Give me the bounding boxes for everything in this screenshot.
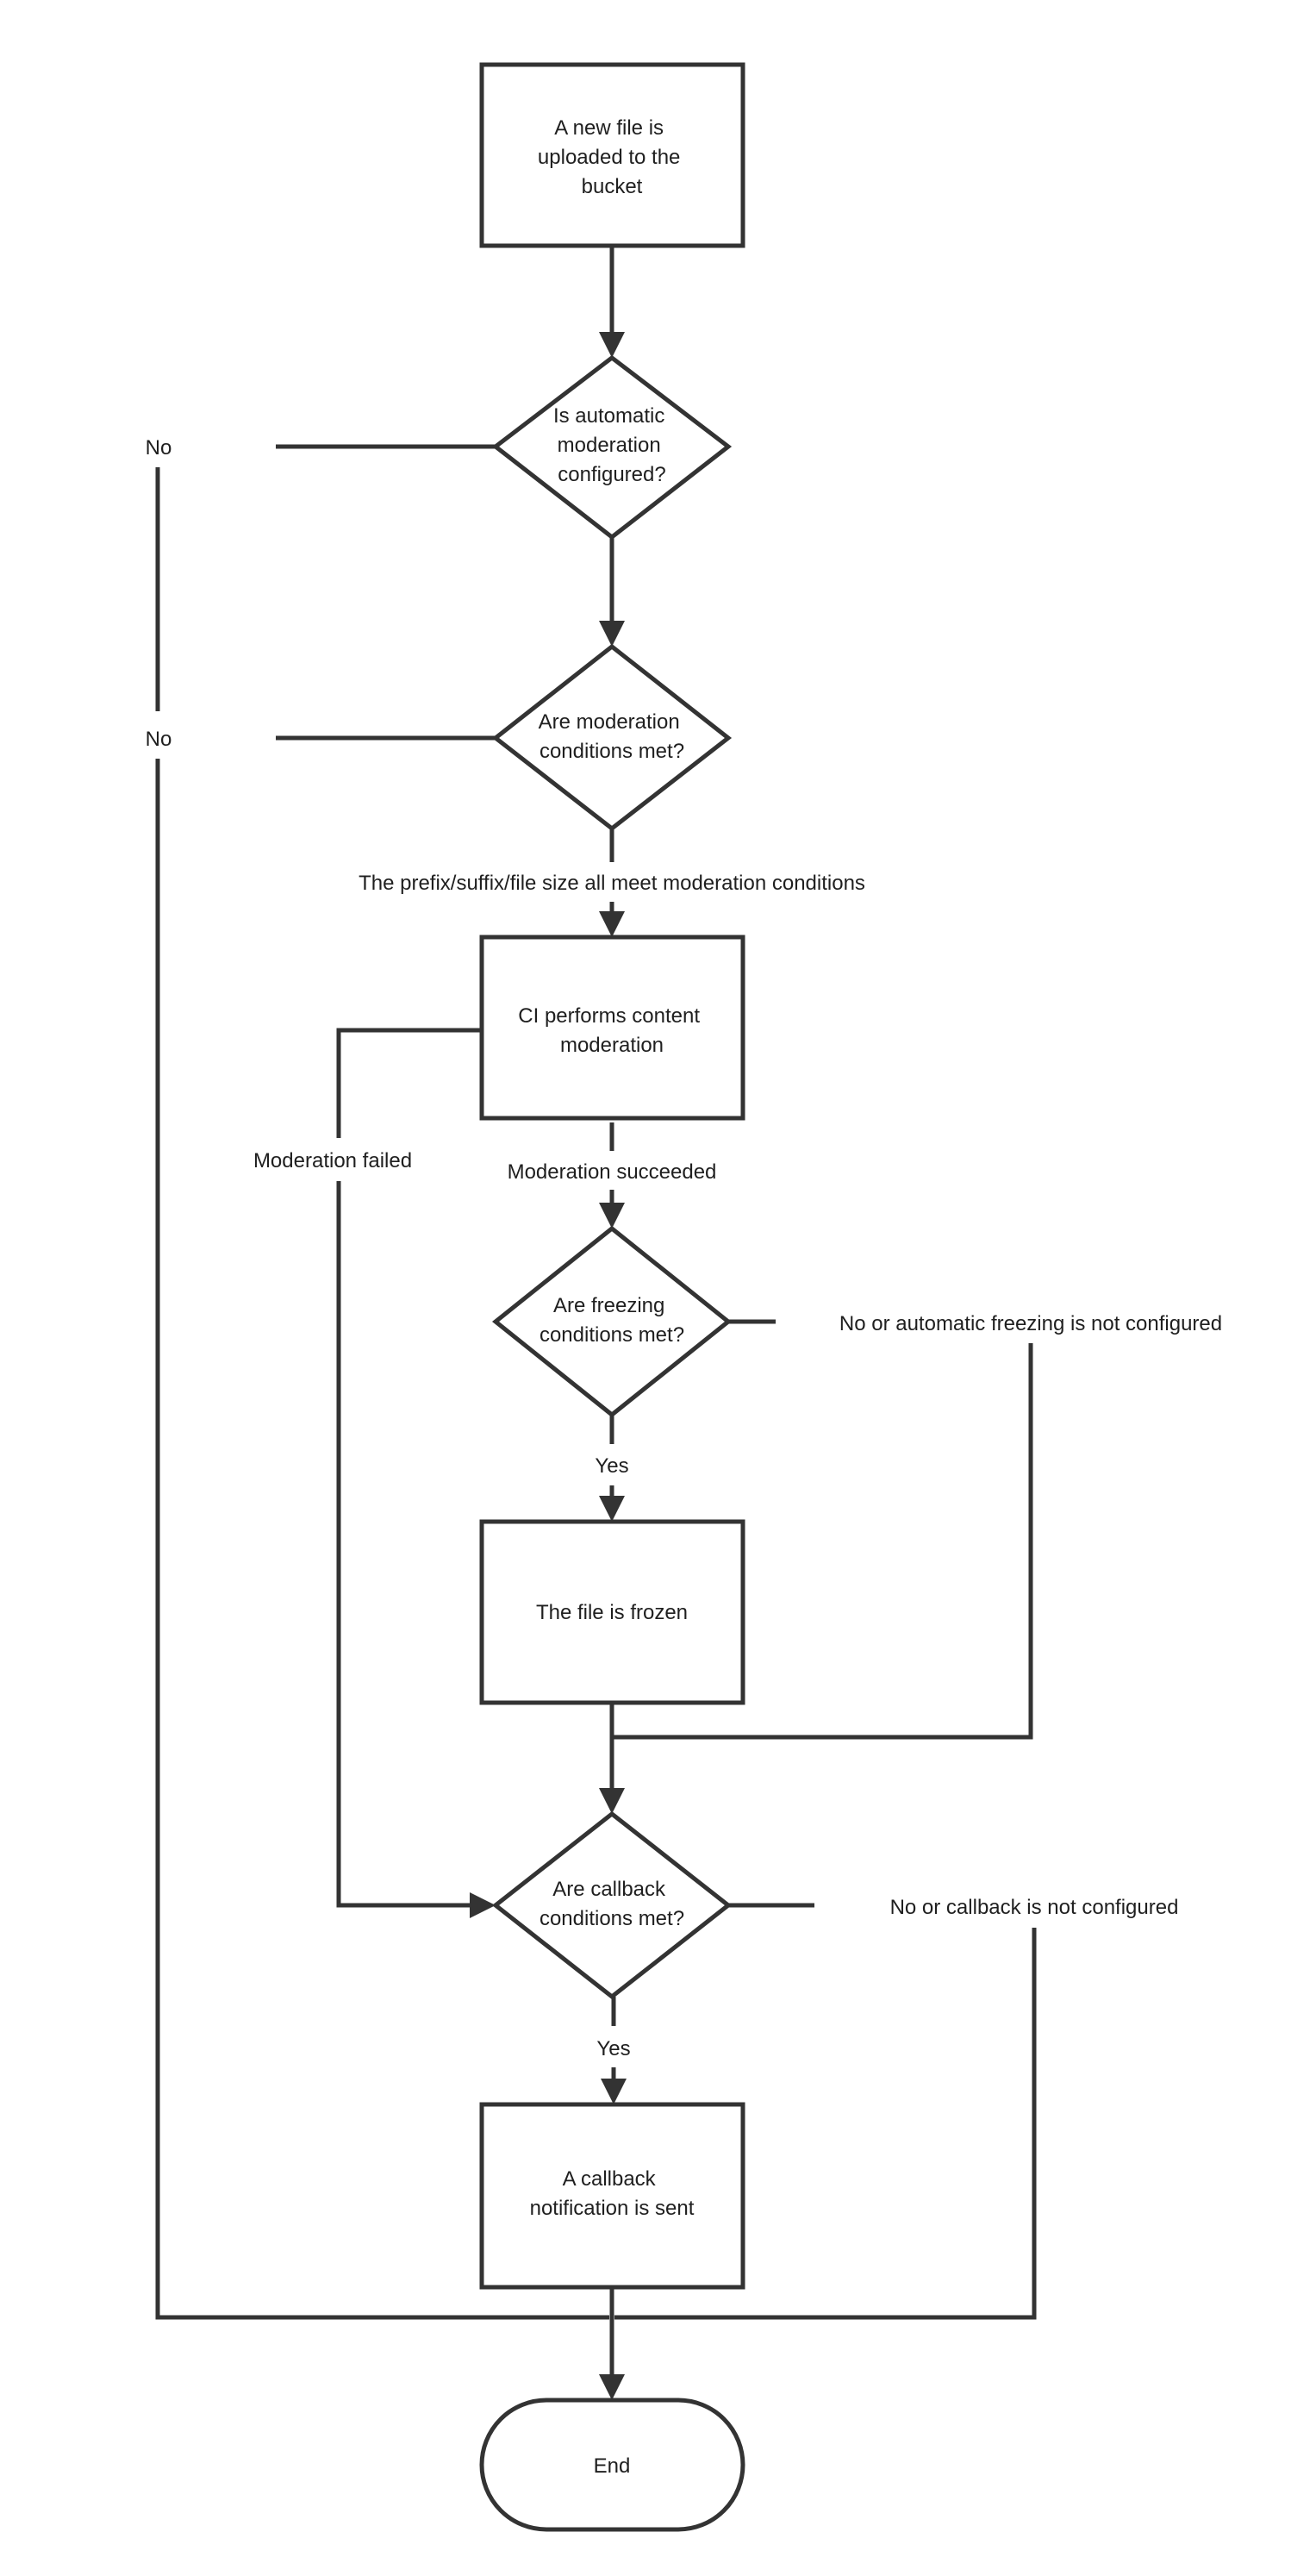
label-callback-no: No or callback is not configured — [890, 1896, 1179, 1919]
node-file-frozen: The file is frozen — [479, 1519, 745, 1705]
decision-diamond — [491, 643, 733, 832]
node-upload: A new file is uploaded to the bucket — [479, 62, 745, 248]
arrowhead — [601, 2079, 627, 2104]
svg-text:Are freezing conditions: Are freezing conditions met? — [539, 1294, 684, 1347]
process-box — [479, 1519, 745, 1705]
node-end: End — [479, 2398, 745, 2532]
edge-no-bypass-lower — [155, 759, 609, 2320]
label-conditions-met: The prefix/suffix/file size all meet mod… — [359, 872, 865, 895]
node-text-line: conditions met? — [539, 1323, 684, 1347]
svg-text:A new file is uploaded t: A new file is uploaded to the bucket — [538, 116, 686, 198]
node-moderation-conditions: Are moderation conditions met? — [491, 643, 733, 832]
svg-text:The file is frozen: The file is frozen — [536, 1601, 688, 1624]
node-text-line: moderation — [560, 1034, 664, 1057]
node-freezing-conditions: Are freezing conditions met? — [491, 1225, 733, 1418]
decision-diamond — [491, 1225, 733, 1418]
edge-moderation-failed-lower — [336, 1181, 472, 1908]
arrowhead — [599, 911, 625, 937]
edge-moderation-failed-upper — [336, 1028, 480, 1138]
arrowhead — [599, 1203, 625, 1229]
label-conditions-not-met: No — [146, 728, 172, 751]
edge-labels: No No The prefix/suffix/file size all me… — [146, 436, 1222, 2060]
node-text-line: configured? — [558, 463, 665, 486]
node-callback-sent: A callback notification is sent — [479, 2102, 745, 2290]
label-not-configured: No — [146, 436, 172, 460]
node-text-line: moderation — [558, 434, 661, 457]
edge-callback-no-return — [614, 1928, 1037, 2320]
label-moderation-failed: Moderation failed — [253, 1149, 412, 1172]
node-text-line: bucket — [582, 175, 643, 198]
node-text-line: Are moderation — [539, 710, 680, 734]
node-text-line: Are freezing — [553, 1294, 664, 1317]
arrowhead — [470, 1892, 496, 1918]
svg-text:Are moderation condition: Are moderation conditions met? — [539, 710, 686, 763]
process-box — [479, 62, 745, 248]
svg-text:Are callback conditions: Are callback conditions met? — [539, 1878, 684, 1930]
arrowhead — [599, 621, 625, 647]
node-text-line: The file is frozen — [536, 1601, 688, 1624]
arrowhead — [599, 2374, 625, 2400]
label-freezing-yes: Yes — [595, 1454, 628, 1478]
label-callback-yes: Yes — [596, 2037, 630, 2060]
arrowhead — [599, 1788, 625, 1814]
svg-text:A callback notification: A callback notification is sent — [530, 2167, 695, 2220]
label-moderation-succeeded: Moderation succeeded — [508, 1160, 717, 1184]
decision-diamond — [491, 354, 733, 541]
node-text-line: A callback — [563, 2167, 657, 2191]
terminator-shape — [479, 2398, 745, 2532]
node-text-line: conditions met? — [539, 740, 684, 763]
node-text-line: CI performs content — [518, 1004, 700, 1028]
svg-text:End: End — [594, 2454, 631, 2478]
svg-text:Is automatic moderation: Is automatic moderation configured? — [553, 404, 670, 486]
edges — [155, 246, 1037, 2400]
node-text-line: conditions met? — [539, 1907, 684, 1930]
process-box — [479, 935, 745, 1121]
arrowhead — [599, 1496, 625, 1522]
decision-diamond — [491, 1810, 733, 2000]
node-text-line: A new file is — [554, 116, 664, 140]
svg-text:CI performs content mode: CI performs content moderation — [518, 1004, 705, 1057]
label-freezing-no: No or automatic freezing is not configur… — [839, 1312, 1222, 1335]
node-moderation-configured: Is automatic moderation configured? — [491, 354, 733, 541]
node-text-line: End — [594, 2454, 631, 2478]
node-text-line: uploaded to the — [538, 146, 680, 169]
edge-freezing-no-return — [614, 1343, 1033, 1740]
arrowhead — [599, 332, 625, 358]
node-text-line: notification is sent — [530, 2197, 695, 2220]
node-content-moderation: CI performs content moderation — [479, 935, 745, 1121]
node-text-line: Are callback — [552, 1878, 666, 1901]
process-box — [479, 2102, 745, 2290]
node-callback-conditions: Are callback conditions met? — [491, 1810, 733, 2000]
node-text-line: Is automatic — [553, 404, 664, 428]
